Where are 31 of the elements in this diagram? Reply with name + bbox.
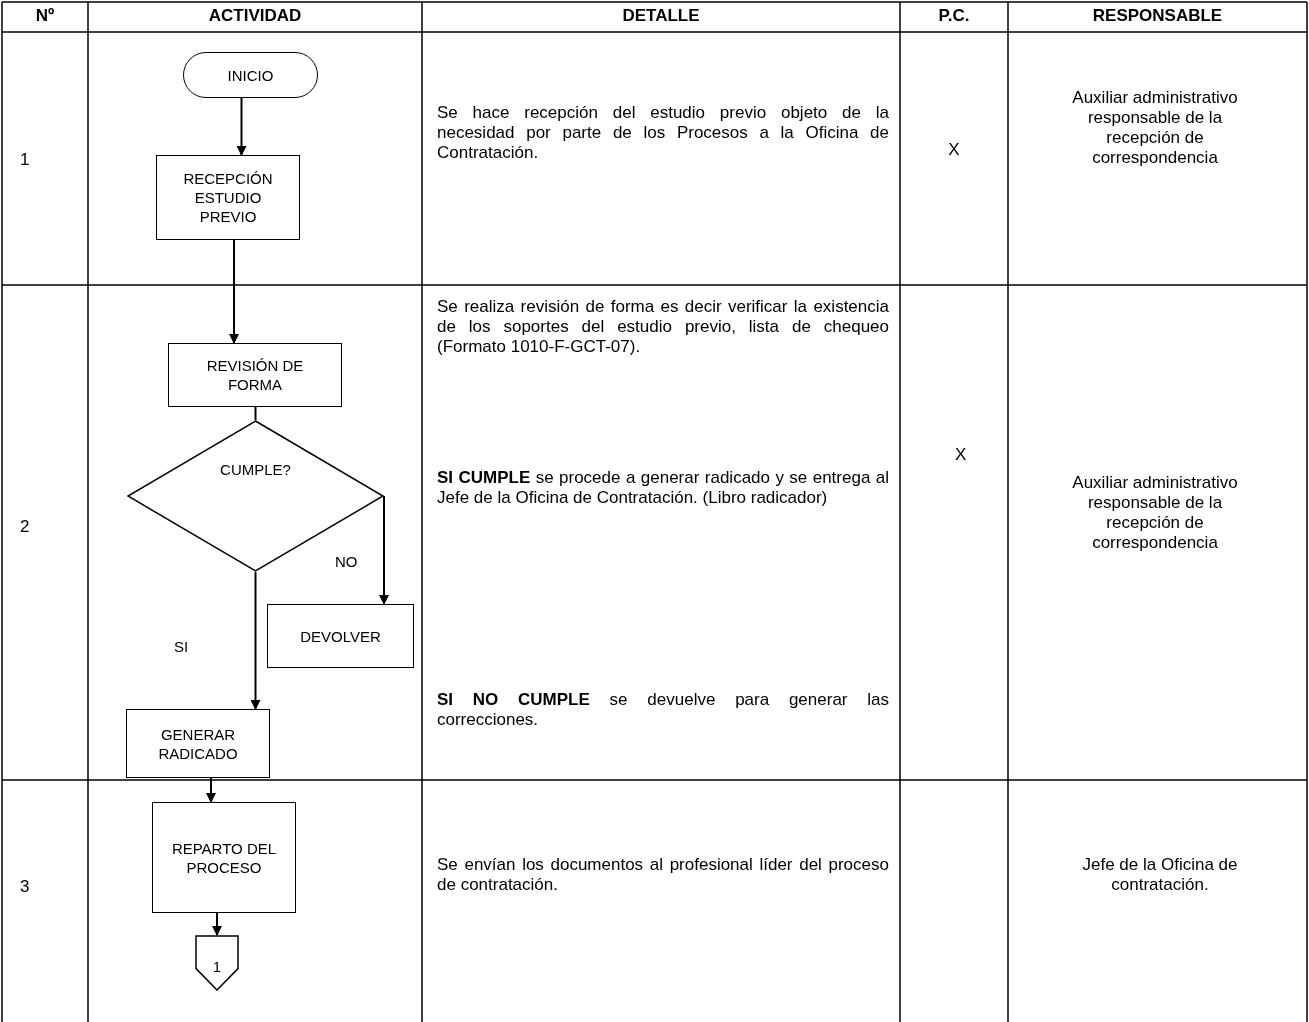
process-box: GENERAR RADICADO [126,709,270,778]
off-page-connector: 1 [195,935,239,991]
row-number: 1 [20,150,31,170]
arrow [206,777,216,803]
arrow [379,495,389,605]
row-number: 3 [20,877,31,897]
arrow [250,571,261,710]
activity-description: Se hace recepción del estudio previo objeto de la necesidad por parte de los Procesos a la Oficina de Contratación. [437,103,889,163]
column-header: P.C. [937,6,971,26]
process-box: REVISIÓN DE FORMA [168,343,342,407]
row-number: 2 [20,517,31,537]
arrow [229,239,239,344]
control-point-mark: X [947,140,961,160]
process-box: DEVOLVER [267,604,414,668]
column-header: RESPONSABLE [1091,6,1224,26]
responsible-role: Auxiliar administrativo responsable de la recepción de correspondencia [1071,473,1239,553]
activity-description: SI NO CUMPLE se devuelve para generar las correcciones. [437,690,889,730]
column-header: Nº [34,6,56,26]
start-terminator: INICIO [183,52,318,98]
control-point-mark: X [954,445,968,465]
process-box: REPARTO DEL PROCESO [152,802,296,913]
process-box: RECEPCIÓN ESTUDIO PREVIO [156,155,300,240]
column-header: ACTIVIDAD [207,6,303,26]
column-header: DETALLE [621,6,701,26]
responsible-role: Auxiliar administrativo responsable de la recepción de correspondencia [1071,88,1239,168]
arrow [212,912,222,936]
arrow [236,97,247,156]
activity-description: Se realiza revisión de forma es decir verificar la existencia de los soportes del estudio previo, lista de chequeo (Formato 1010-F-GCT-07). [437,297,889,357]
activity-description: SI CUMPLE se procede a generar radicado y se entrega al Jefe de la Oficina de Contratación. (Libro radicador) [437,468,889,508]
activity-description: Se envían los documentos al profesional líder del proceso de contratación. [437,855,889,895]
responsible-role: Jefe de la Oficina de contratación. [1081,855,1239,895]
